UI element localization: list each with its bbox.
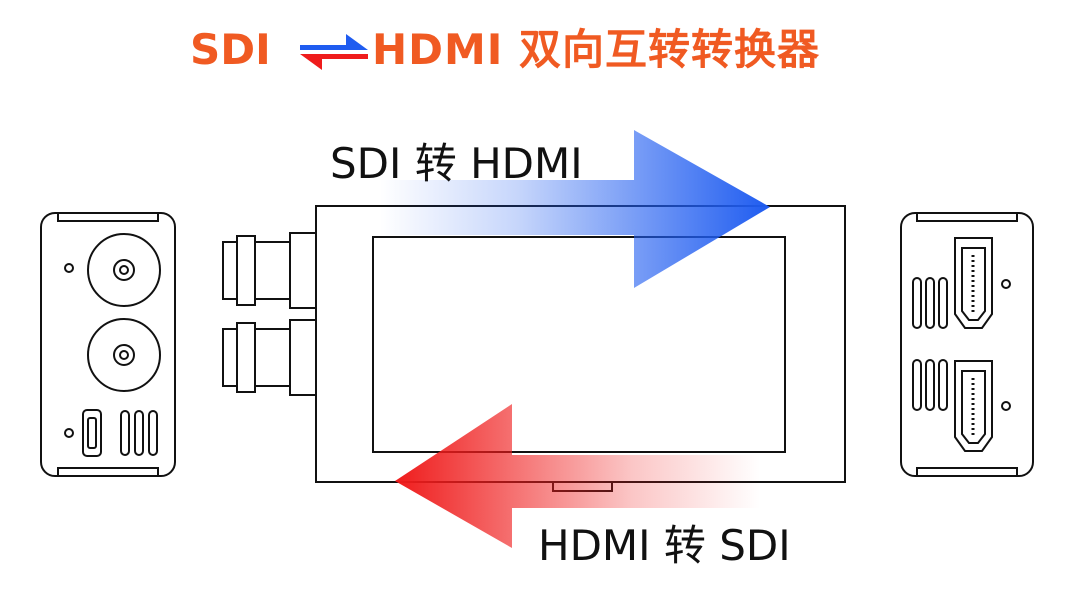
converter-device bbox=[222, 205, 846, 492]
bnc-connector-icon bbox=[222, 232, 317, 309]
bnc-connector-icon bbox=[87, 233, 161, 307]
sdi-side-panel bbox=[40, 212, 176, 477]
indicator-led-icon bbox=[1001, 279, 1011, 289]
sdi-to-hdmi-arrow bbox=[380, 130, 770, 288]
vent-slots-icon bbox=[912, 277, 948, 411]
hdmi-to-sdi-arrow bbox=[395, 404, 760, 548]
hdmi-port-icon bbox=[82, 409, 102, 457]
hdmi-port-icon bbox=[954, 360, 993, 452]
title-hdmi-converter: HDMI 双向互转转换器 bbox=[372, 25, 821, 74]
hdmi-side-panel bbox=[900, 212, 1034, 477]
indicator-led-icon bbox=[64, 428, 74, 438]
hdmi-port-icon bbox=[954, 237, 993, 329]
sdi-to-hdmi-label: SDI 转 HDMI bbox=[330, 139, 583, 188]
indicator-led-icon bbox=[1001, 401, 1011, 411]
indicator-led-icon bbox=[64, 263, 74, 273]
title-sdi: SDI bbox=[190, 25, 271, 74]
hdmi-to-sdi-label: HDMI 转 SDI bbox=[538, 521, 791, 570]
swap-arrows-icon bbox=[300, 34, 368, 70]
bnc-connector-icon bbox=[87, 318, 161, 392]
bnc-connector-icon bbox=[222, 319, 317, 396]
vent-slots-icon bbox=[120, 410, 158, 456]
device-screen bbox=[372, 236, 786, 453]
